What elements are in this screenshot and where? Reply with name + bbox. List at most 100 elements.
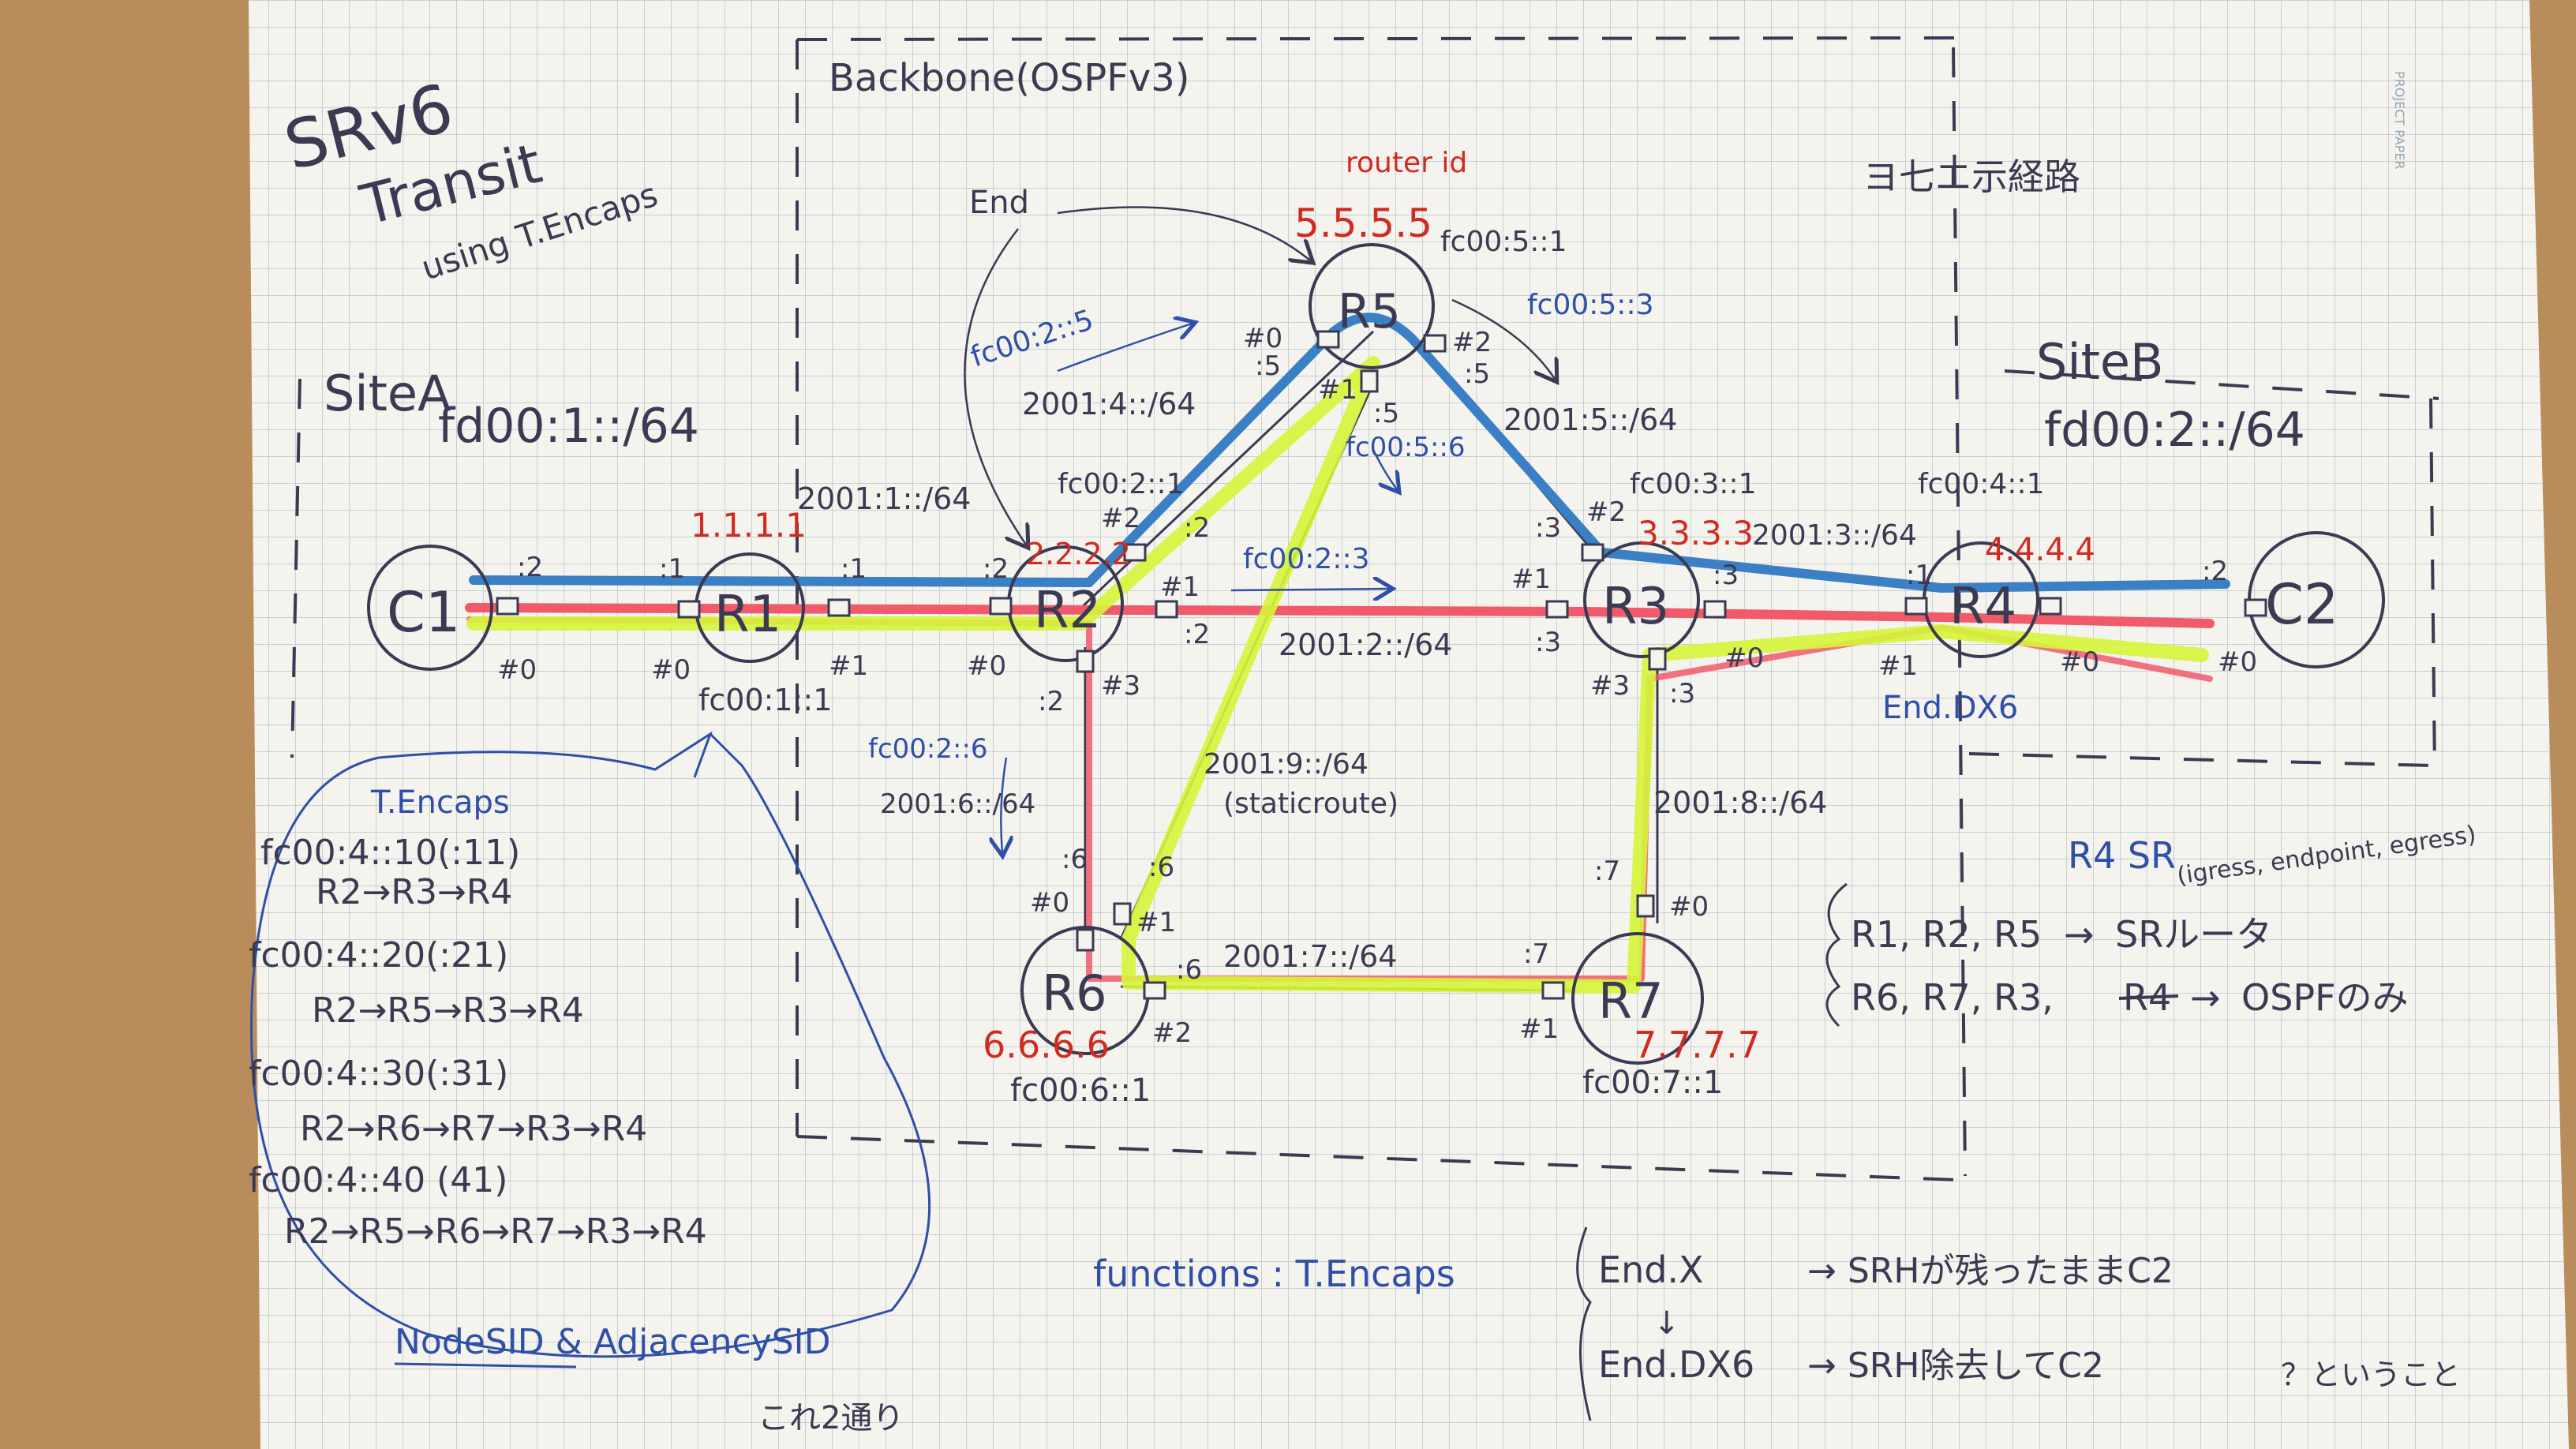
rid-r5: 5.5.5.5 (1294, 200, 1432, 246)
r4-sr-title: R4 SR (2068, 834, 2176, 877)
if-r1-1: #1 (829, 650, 868, 682)
site-b-name: SiteB (2036, 333, 2164, 391)
adj-sid-r2-r3: fc00:2::3 (1243, 543, 1369, 575)
sid-r3: fc00:3::1 (1630, 468, 1756, 500)
link-r2-r5 (1080, 330, 1375, 609)
port-r4-0 (2039, 597, 2062, 616)
if-c1-0: #0 (497, 654, 537, 686)
if-r3-1: #1 (1511, 564, 1551, 595)
addr-r6-a: :6 (1061, 844, 1088, 875)
addr-r3-a: :3 (1535, 512, 1561, 544)
node-c1 (367, 545, 493, 671)
if-r6-2: #2 (1152, 1017, 1192, 1049)
port-c2-0 (2244, 598, 2267, 617)
sid-r1: fc00:1::1 (698, 683, 832, 717)
roles-brace (1825, 882, 1848, 1028)
addr-r5-b: :5 (1373, 398, 1399, 429)
if-r2-1: #1 (1160, 571, 1200, 603)
if-r5-0: #0 (1243, 323, 1282, 354)
addr-r7-a: :7 (1594, 856, 1620, 887)
label-r2: R2 (1034, 582, 1101, 640)
if-c2-0: #0 (2218, 646, 2257, 678)
addr-r6-c: :6 (1176, 954, 1202, 986)
port-r4-1 (1904, 597, 1928, 616)
port-c1-0 (496, 597, 519, 616)
if-r7-0: #0 (1669, 891, 1709, 923)
site-a-prefix: fd00:1::/64 (438, 399, 699, 454)
addr-c1: :2 (517, 552, 543, 583)
roles: R1, R2, R5 → SRルータ R6, R7, R3, R4 → OSPF… (1851, 913, 2409, 1019)
end-arrow-to-r5 (1057, 206, 1310, 261)
t-encaps-footer2: これ2通り (758, 1400, 904, 1436)
if-r2-3: #3 (1101, 670, 1140, 702)
port-r5-0 (1316, 330, 1340, 349)
backbone-label: Backbone(OSPFv3) (829, 56, 1190, 100)
site-b-bottom-border (1968, 752, 2432, 767)
role-1-routers: R1, R2, R5 (1851, 913, 2042, 956)
if-r4-1: #1 (1878, 650, 1918, 682)
label-r4: R4 (1949, 578, 2016, 636)
fn-question: ？ということ (2281, 1357, 2461, 1392)
if-r6-1: #1 (1136, 907, 1176, 938)
label-r6: R6 (1042, 964, 1107, 1022)
arrow-fc00-2-3 (1230, 589, 1389, 590)
backbone-right-border (1952, 47, 1967, 1177)
node-r7 (1571, 932, 1704, 1065)
addr-r4: :1 (1906, 560, 1932, 591)
site-b-top-border (2004, 369, 2439, 400)
t-encaps-sid-2: fc00:4::20(:21) (249, 935, 508, 975)
label-r5: R5 (1338, 284, 1401, 339)
if-r3-0: #0 (1724, 642, 1764, 674)
functions-label: functions : T.Encaps (1093, 1252, 1455, 1295)
t-encaps-sid-3: fc00:4::30(:31) (249, 1054, 508, 1094)
sid-r5: fc00:5::1 (1440, 226, 1567, 258)
fn-end-dx6-desc: → SRH除去してC2 (1807, 1346, 2104, 1386)
port-r3-1 (1545, 600, 1569, 619)
rid-r4: 4.4.4.4 (1985, 532, 2095, 568)
port-r3-0 (1703, 600, 1727, 619)
subnet-r7-r3: 2001:8::/64 (1653, 785, 1827, 820)
sid-r7: fc00:7::1 (1582, 1065, 1723, 1101)
t-encaps-path-4: R2→R5→R6→R7→R3→R4 (284, 1211, 707, 1252)
role-2-result: OSPFのみ (2241, 976, 2409, 1019)
port-r1-0 (677, 600, 701, 619)
fn-end-dx6: End.DX6 (1598, 1343, 1754, 1386)
if-r2-2: #2 (1101, 503, 1140, 534)
addr-r7-b: :7 (1523, 938, 1549, 970)
role-2-routers: R6, R7, R3, (1851, 976, 2054, 1019)
arrow-fc00-5-6 (1372, 449, 1397, 489)
label-c1: C1 (387, 580, 460, 645)
subnet-r2-r6: 2001:6::/64 (880, 788, 1035, 820)
right-note: ヨ七エ示経路 (1863, 155, 2080, 198)
port-r2-1 (1155, 600, 1178, 619)
port-r7-1 (1541, 981, 1565, 1000)
arrow-fc00-5-3 (1451, 298, 1555, 379)
static-route-note: (staticroute) (1223, 788, 1398, 820)
addr-r5-a: :5 (1255, 350, 1281, 382)
t-encaps-path-3: R2→R6→R7→R3→R4 (300, 1109, 647, 1149)
port-r7-0 (1636, 894, 1655, 918)
port-r6-2 (1143, 981, 1166, 1000)
subnet-r3-r4: 2001:3::/64 (1752, 519, 1917, 552)
addr-r2-b: :2 (1184, 619, 1210, 650)
label-r7: R7 (1598, 972, 1664, 1030)
addr-r3-c: :3 (1713, 560, 1739, 591)
role-1-arrow: → (2064, 913, 2095, 956)
port-r1-1 (827, 598, 851, 617)
port-r3-3 (1648, 647, 1667, 671)
label-c2: C2 (2265, 572, 2338, 637)
sid-r4: fc00:4::1 (1918, 468, 2044, 500)
if-r6-0: #0 (1030, 887, 1069, 919)
role-2-arrow: → (2190, 976, 2221, 1019)
fn-end-x: End.X (1598, 1249, 1704, 1291)
if-r5-1: #1 (1318, 374, 1357, 406)
end-label: End (969, 185, 1029, 221)
functions-brace (1576, 1226, 1592, 1421)
rid-r3: 3.3.3.3 (1638, 514, 1754, 552)
if-r4-0: #0 (2060, 646, 2099, 678)
label-r3: R3 (1602, 578, 1669, 636)
site-a-left-border (290, 378, 301, 758)
port-r5-1 (1360, 369, 1379, 393)
end-arrow-to-r2 (964, 228, 1026, 545)
